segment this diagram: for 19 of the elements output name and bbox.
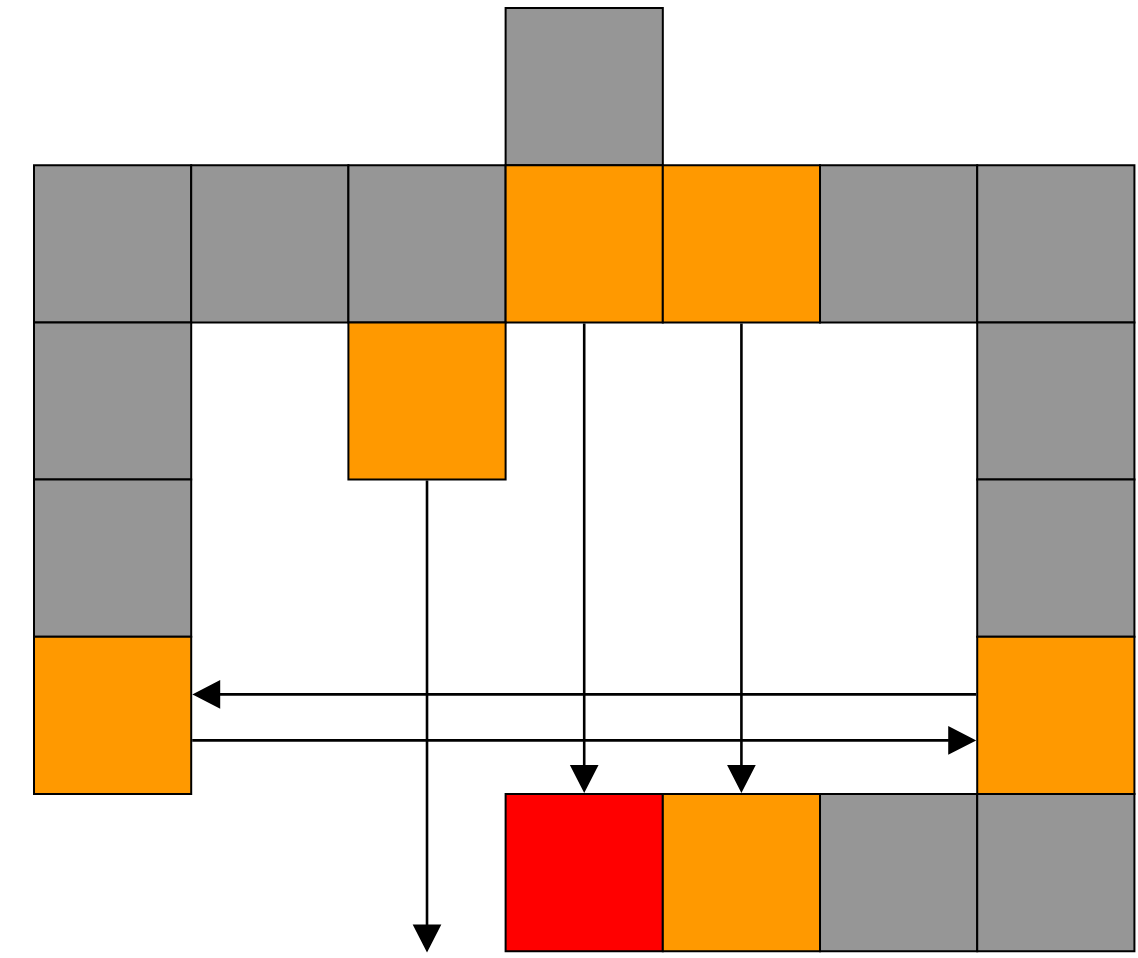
square-tile — [976, 635, 1136, 795]
square-tile — [504, 793, 664, 953]
square-tile — [661, 164, 821, 324]
square-tile — [33, 478, 193, 638]
square-tile — [190, 164, 350, 324]
square-tile — [819, 164, 979, 324]
square-tile — [33, 635, 193, 795]
square-tile — [976, 164, 1136, 324]
square-tile — [33, 321, 193, 481]
square-tile — [504, 164, 664, 324]
square-tile — [347, 164, 507, 324]
square-tile — [819, 793, 979, 953]
square-tile — [976, 478, 1136, 638]
square-tile — [976, 321, 1136, 481]
square-tile — [33, 164, 193, 324]
square-tile — [347, 321, 507, 481]
square-tile — [661, 793, 821, 953]
square-tile — [976, 793, 1136, 953]
square-tile — [504, 7, 664, 167]
